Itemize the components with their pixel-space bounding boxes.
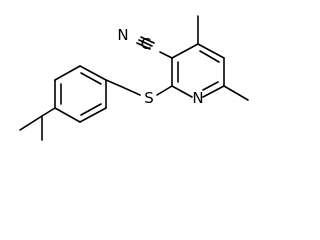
- triple-bond-3: [136, 42, 151, 50]
- bond-c4-c5: [197, 43, 225, 59]
- benzene-ring: [54, 65, 107, 123]
- pyridine-ring: [171, 43, 225, 98]
- bond-n1-c2: [171, 85, 193, 98]
- bond-c3-c4: [171, 43, 199, 59]
- bond-b2-b3: [54, 65, 81, 81]
- atom-nitrile-nitrogen: N: [117, 26, 128, 44]
- bond-c4-c5-inner: [199, 50, 220, 63]
- atom-nitrile-carbon: C: [141, 35, 151, 53]
- nitrile-group: [136, 36, 173, 59]
- isopropyl-group: [19, 107, 56, 141]
- bond-b1-b2: [79, 65, 107, 81]
- bond-c6-n1-inner: [202, 81, 219, 91]
- atom-ring-nitrogen: N: [192, 89, 203, 107]
- bond-s-ch2: [119, 85, 141, 96]
- bond-b5-b6-inner: [80, 103, 102, 116]
- triple-bond-1: [138, 39, 153, 47]
- molecule-structure: N C S N: [19, 15, 249, 141]
- bond-aryl-ch: [41, 107, 56, 117]
- bond-ch-methyl-up: [19, 115, 43, 131]
- bond-c2-s: [156, 85, 173, 96]
- bond-b4-b5: [54, 107, 81, 123]
- bond-c3-cn: [159, 51, 173, 59]
- bond-c6-n1: [202, 85, 225, 98]
- skeletal-formula: N C S N: [19, 15, 249, 141]
- bond-b1-b2-inner: [80, 72, 102, 85]
- bond-ch2-aryl: [105, 79, 121, 87]
- triple-bond-2: [140, 36, 155, 44]
- bond-c6-methyl: [223, 85, 249, 101]
- bond-b5-b6: [79, 107, 107, 123]
- atom-sulfur: S: [144, 89, 154, 107]
